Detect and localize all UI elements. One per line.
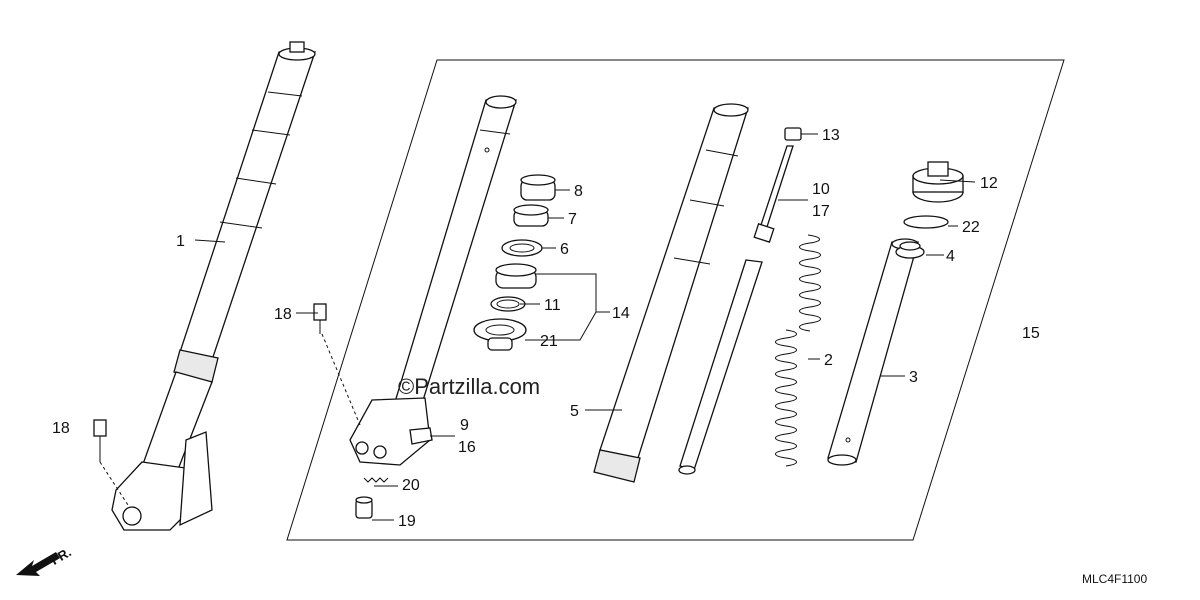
callout-19: 19 bbox=[398, 513, 416, 530]
fork-cap-part-12[interactable] bbox=[912, 161, 964, 203]
callout-17: 17 bbox=[812, 203, 830, 220]
nut-part-13[interactable] bbox=[784, 127, 802, 141]
callout-4: 4 bbox=[946, 248, 955, 265]
callout-11: 11 bbox=[544, 297, 561, 314]
callout-16: 16 bbox=[458, 439, 476, 456]
spacer-tube-part-3[interactable] bbox=[827, 238, 919, 466]
damper-rod-part-10[interactable] bbox=[678, 145, 794, 475]
callout-1: 1 bbox=[176, 233, 185, 250]
clip-part-11[interactable] bbox=[490, 296, 526, 312]
inner-tube-part-5[interactable] bbox=[593, 103, 749, 483]
callout-22: 22 bbox=[962, 219, 980, 236]
fork-spring-part-2[interactable] bbox=[775, 234, 821, 467]
callout-18-left: 18 bbox=[52, 420, 70, 437]
callout-15: 15 bbox=[1022, 325, 1040, 342]
leader-18-left bbox=[99, 461, 129, 506]
bushing-part-8[interactable] bbox=[520, 174, 556, 201]
outer-tube-part-9[interactable] bbox=[349, 95, 517, 466]
callout-14: 14 bbox=[612, 305, 630, 322]
leader-lines bbox=[194, 133, 976, 521]
callout-3: 3 bbox=[909, 369, 918, 386]
callout-21: 21 bbox=[540, 333, 558, 350]
bolt-part-18-center[interactable] bbox=[313, 303, 327, 334]
callout-5: 5 bbox=[570, 403, 579, 420]
assembly-frame bbox=[286, 59, 1065, 541]
callout-10: 10 bbox=[812, 181, 830, 198]
callout-20: 20 bbox=[402, 477, 420, 494]
diagram-code: MLC4F1100 bbox=[1082, 572, 1147, 586]
callout-8: 8 bbox=[574, 183, 583, 200]
o-ring-part-22[interactable] bbox=[903, 215, 949, 229]
callout-12: 12 bbox=[980, 175, 998, 192]
spring-part-20[interactable] bbox=[363, 477, 389, 483]
callout-13: 13 bbox=[822, 127, 840, 144]
bolt-part-19[interactable] bbox=[355, 496, 373, 519]
front-direction-arrow-icon bbox=[16, 552, 60, 576]
watermark: ©Partzilla.com bbox=[398, 374, 540, 399]
bolt-part-18-left[interactable] bbox=[93, 419, 107, 462]
oil-seal-part-14[interactable] bbox=[495, 263, 537, 289]
leader-18-center bbox=[321, 333, 361, 426]
callout-2: 2 bbox=[824, 352, 833, 369]
dust-seal-part-21[interactable] bbox=[473, 318, 527, 351]
callout-6: 6 bbox=[560, 241, 569, 258]
washer-part-6[interactable] bbox=[501, 239, 543, 257]
callout-9: 9 bbox=[460, 417, 469, 434]
bushing-part-7[interactable] bbox=[513, 204, 549, 227]
front-direction-label: FR. bbox=[48, 544, 74, 567]
callout-18-center: 18 bbox=[274, 306, 292, 323]
callout-7: 7 bbox=[568, 211, 577, 228]
fork-assembly-part-1[interactable] bbox=[111, 41, 316, 531]
collar-part-4[interactable] bbox=[895, 241, 925, 259]
